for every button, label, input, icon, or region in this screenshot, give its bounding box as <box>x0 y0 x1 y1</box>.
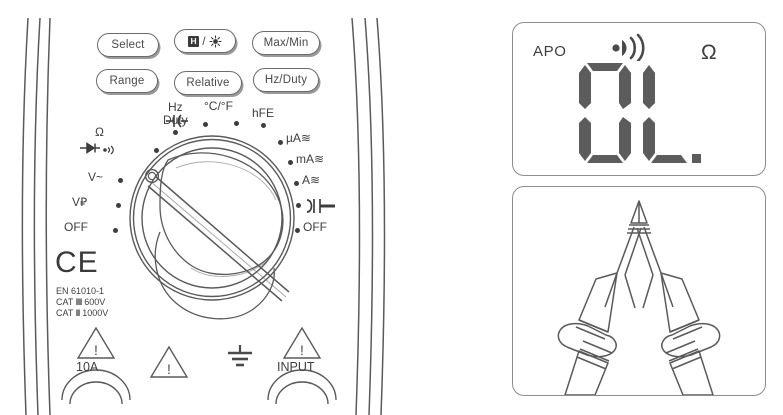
dial-dot-off-left[interactable] <box>113 228 118 233</box>
segment-digit-1 <box>579 63 631 163</box>
dial-label-volts-dc: V⃉ <box>72 195 87 209</box>
dial-dot-ohm[interactable] <box>154 148 159 153</box>
unit-ohm-indicator: Ω <box>701 41 717 64</box>
input-jack-label: INPUT <box>277 360 315 374</box>
ncv-capacitor-icon <box>306 199 335 213</box>
dial-label-off-left: OFF <box>64 220 88 234</box>
max-min-button[interactable]: Max/Min <box>252 31 320 55</box>
test-probe-right <box>636 226 721 395</box>
svg-text:!: ! <box>300 342 304 358</box>
input-jacks-artwork <box>61 369 337 405</box>
sun-icon <box>209 34 222 48</box>
dial-dot-volts-dc[interactable] <box>116 203 121 208</box>
apo-indicator: APO <box>533 43 567 60</box>
range-button-label: Range <box>109 75 145 87</box>
cat-ii-line: CAT II 1000V <box>56 308 108 319</box>
dial-dot-temperature[interactable] <box>234 121 239 126</box>
rotary-dial <box>129 135 295 320</box>
dial-dot-off-right[interactable] <box>295 228 300 233</box>
probe-tips-touching <box>627 200 651 234</box>
cat-iii-rating: 600V <box>84 296 106 307</box>
hold-box-icon: H <box>188 35 200 47</box>
capacitance-icon <box>166 114 188 128</box>
warning-triangles <box>76 326 322 378</box>
dial-dot-volts-ac[interactable] <box>118 178 123 183</box>
buzzer-small-icon <box>103 145 114 155</box>
duty-line: Duty <box>163 112 188 127</box>
multimeter-illustration: ! ! ! Select H / <box>21 17 386 415</box>
select-button-label: Select <box>111 39 145 51</box>
test-probes-panel <box>512 186 766 396</box>
dial-label-hz-duty: Hz Duty <box>163 101 188 126</box>
dial-dot-capacitance[interactable] <box>173 130 178 135</box>
test-probe-left <box>557 226 642 395</box>
diode-continuity-icon <box>80 142 114 155</box>
reading-seven-segment <box>579 63 701 163</box>
hz-duty-button-label: Hz/Duty <box>264 74 308 86</box>
dial-label-ohm: Ω <box>95 125 104 139</box>
dial-dot-hz-duty[interactable] <box>203 122 208 127</box>
dial-label-temperature: °C/°F <box>204 99 233 113</box>
cat-ii-roman: II <box>75 307 81 318</box>
dial-dot-micro-amps[interactable] <box>278 140 283 145</box>
dial-label-milli-amps: mA≋ <box>296 152 325 166</box>
separator-label: / <box>202 34 206 48</box>
dial-label-micro-amps: µA≋ <box>286 131 311 145</box>
hold-backlight-button[interactable]: H / <box>174 29 236 53</box>
ce-mark-text: CE <box>55 246 99 279</box>
ten-amp-jack-label: 10A <box>76 360 99 374</box>
dial-label-volts-ac: V~ <box>88 170 104 184</box>
decimal-point <box>692 154 701 163</box>
dial-dot-ncv[interactable] <box>296 203 301 208</box>
standard-line: EN 61010-1 <box>56 286 105 296</box>
cat-iii-line: CAT III 600V <box>56 297 108 308</box>
lcd-display-panel: APO Ω <box>512 22 766 176</box>
dial-dot-milli-amps[interactable] <box>288 160 293 165</box>
segment-digit-2 <box>643 65 687 163</box>
dial-label-hfe: hFE <box>252 106 275 120</box>
dial-label-off-right: OFF <box>303 220 327 234</box>
dial-dot-hfe[interactable] <box>261 123 266 128</box>
earth-ground-icon <box>228 345 252 367</box>
relative-button-label: Relative <box>186 77 230 89</box>
hz-duty-button[interactable]: Hz/Duty <box>253 68 319 92</box>
meter-body-artwork: ! ! ! <box>21 17 386 415</box>
cat-iii-roman: III <box>75 296 83 307</box>
ce-mark: CE <box>55 248 99 278</box>
probes-artwork <box>557 200 721 395</box>
select-button[interactable]: Select <box>97 33 159 57</box>
cat-ii-prefix: CAT <box>56 307 74 318</box>
dial-label-amps: A≋ <box>302 173 321 187</box>
cat-iii-prefix: CAT <box>56 296 74 307</box>
svg-text:!: ! <box>167 361 171 377</box>
cat-ii-rating: 1000V <box>82 307 109 318</box>
max-min-button-label: Max/Min <box>263 37 309 49</box>
svg-text:!: ! <box>94 342 98 358</box>
hz-line: Hz <box>168 100 183 114</box>
relative-button[interactable]: Relative <box>174 71 242 95</box>
continuity-buzzer-icon <box>612 33 645 61</box>
dial-dot-amps[interactable] <box>294 181 299 186</box>
range-button[interactable]: Range <box>96 69 158 93</box>
standards-block: EN 61010-1 CAT III 600V CAT II 1000V <box>56 286 108 319</box>
